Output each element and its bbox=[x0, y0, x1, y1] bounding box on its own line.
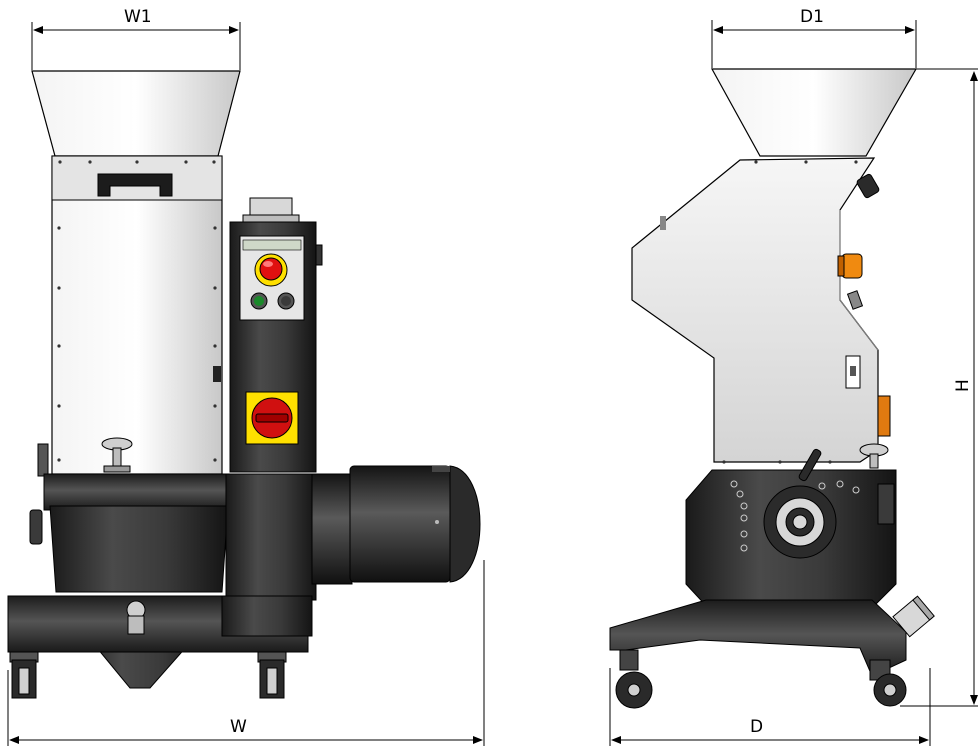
caster-wheel-icon bbox=[9, 651, 39, 699]
control-box bbox=[229, 197, 323, 473]
front-hopper bbox=[31, 70, 241, 157]
front-dimensions bbox=[7, 22, 485, 746]
caster-wheel-icon bbox=[615, 649, 653, 709]
h-label: H bbox=[953, 379, 973, 392]
drive-motor bbox=[349, 465, 451, 583]
clamp-knob bbox=[101, 437, 133, 473]
side-dimensions bbox=[609, 20, 978, 746]
d1-label: D1 bbox=[800, 7, 824, 27]
front-view bbox=[7, 70, 481, 699]
base-frame-side bbox=[609, 599, 907, 677]
side-hopper bbox=[710, 68, 918, 157]
w1-label: W1 bbox=[124, 7, 152, 27]
caster-wheel-icon bbox=[869, 659, 907, 707]
cabinet-handle bbox=[97, 173, 173, 197]
amber-lamp-icon bbox=[837, 253, 863, 279]
side-panel bbox=[631, 157, 879, 463]
cutting-chamber-front bbox=[7, 465, 481, 689]
side-view bbox=[609, 68, 935, 709]
caster-wheel-icon bbox=[257, 651, 287, 699]
d-label: D bbox=[750, 717, 763, 737]
front-cabinet bbox=[51, 155, 223, 475]
w-label: W bbox=[230, 717, 247, 737]
